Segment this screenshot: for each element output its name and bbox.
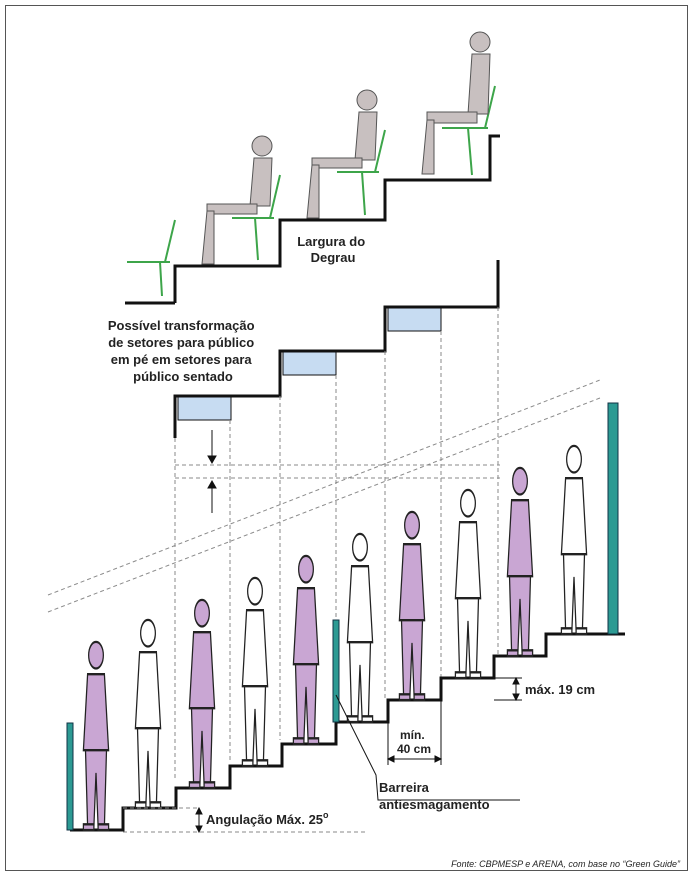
standing-person bbox=[506, 466, 534, 658]
seated-person bbox=[421, 31, 491, 175]
standing-person bbox=[241, 576, 269, 768]
max-height-dimension bbox=[494, 676, 522, 702]
standing-person bbox=[188, 598, 216, 790]
max-angle-label: Angulação Máx. 25o bbox=[206, 810, 329, 827]
standing-person bbox=[346, 532, 374, 724]
seated-person bbox=[201, 135, 273, 265]
standing-person bbox=[82, 640, 110, 832]
step-width-label: Largura do Degrau bbox=[297, 234, 369, 265]
barrier-label: Barreira antiesmagamento bbox=[379, 780, 490, 812]
transformation-stairs bbox=[173, 260, 500, 438]
standing-person bbox=[560, 444, 588, 636]
figure-frame bbox=[5, 5, 688, 871]
standing-person bbox=[398, 510, 426, 702]
seated-spectators bbox=[201, 31, 491, 265]
standing-person bbox=[134, 618, 162, 810]
transformation-label: Possível transformação de setores para p… bbox=[108, 318, 258, 384]
max-height-label: máx. 19 cm bbox=[525, 682, 595, 697]
crush-barriers bbox=[66, 402, 619, 831]
barrier-pointer bbox=[335, 694, 520, 801]
standing-stairs bbox=[70, 632, 625, 832]
seated-stairs bbox=[125, 134, 500, 305]
stadium-seats bbox=[127, 85, 496, 297]
standing-person bbox=[292, 554, 320, 746]
standing-person bbox=[454, 488, 482, 680]
seated-person bbox=[306, 89, 378, 219]
min-width-dimension bbox=[386, 700, 443, 765]
min-width-label: mín. 40 cm bbox=[397, 728, 431, 756]
angle-dimension bbox=[123, 806, 365, 834]
level-arrows bbox=[207, 430, 217, 513]
source-credit: Fonte: CBPMESP e ARENA, com base no “Gre… bbox=[451, 859, 681, 869]
